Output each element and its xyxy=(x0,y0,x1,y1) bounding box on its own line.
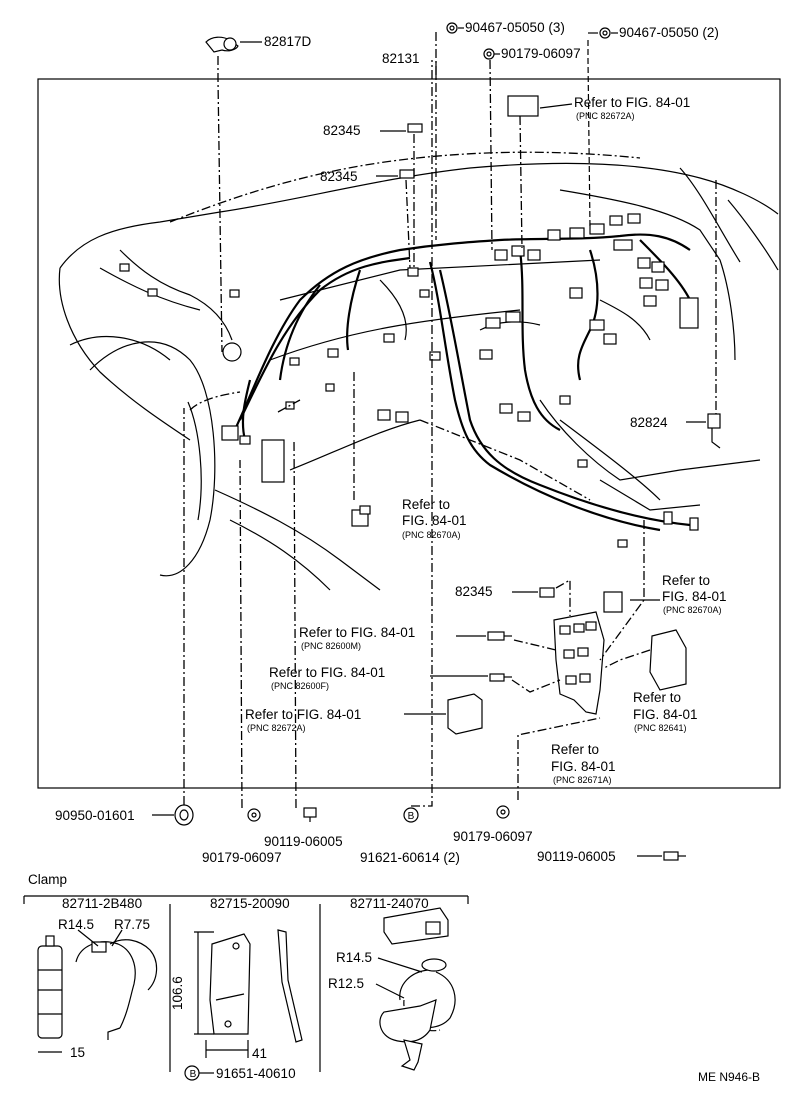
reference-pnc: (PNC 82670A) xyxy=(663,605,722,615)
reference-figure: FIG. 84-01 xyxy=(662,589,727,604)
part-number-90119-06005-middle: 90119-06005 xyxy=(264,834,343,849)
reference-pnc: (PNC 82641) xyxy=(634,723,687,733)
part-number-91651-40610: 91651-40610 xyxy=(216,1066,296,1081)
part-number-82345-c: 82345 xyxy=(455,584,493,599)
circle-b-marker: B xyxy=(407,811,415,822)
reference-label: Refer to xyxy=(402,497,451,512)
reference-label: Refer to FIG. 84-01 xyxy=(299,625,416,640)
part-number-90119-06005-right: 90119-06005 xyxy=(537,849,616,864)
clamp-part-82711-24070: 82711-24070 xyxy=(350,896,429,911)
reference-label: Refer to FIG. 84-01 xyxy=(245,707,362,722)
reference-pnc: (PNC 82672A) xyxy=(576,111,635,121)
leader-lines xyxy=(152,27,706,857)
clamp-dimension-106-6: 106.6 xyxy=(170,976,185,1010)
reference-label: Refer to xyxy=(662,573,711,588)
reference-figure: FIG. 84-01 xyxy=(551,759,616,774)
circle-b-marker: B xyxy=(189,1069,197,1080)
part-number-90179-06097-bottom-left: 90179-06097 xyxy=(202,850,282,865)
reference-pnc: (PNC 82671A) xyxy=(553,775,612,785)
part-number-90950-01601: 90950-01601 xyxy=(55,808,135,823)
clamp-radius-r12-5: R12.5 xyxy=(328,976,365,991)
clamp-dimension-41: 41 xyxy=(252,1046,268,1061)
part-number-82131: 82131 xyxy=(382,51,420,66)
wire-harness xyxy=(99,233,691,532)
clamp-section xyxy=(23,895,469,1081)
part-number-90179-06097-bottom-right: 90179-06097 xyxy=(453,829,533,844)
clamp-section-title: Clamp xyxy=(28,872,68,887)
part-number-90179-06097-top: 90179-06097 xyxy=(501,46,581,61)
part-number-82345-b: 82345 xyxy=(320,169,358,184)
clamp-part-82715-20090: 82715-20090 xyxy=(210,896,290,911)
clamp-part-82711-2B480: 82711-2B480 xyxy=(62,896,143,911)
reference-figure: FIG. 84-01 xyxy=(402,513,467,528)
diagram-code: ME N946-B xyxy=(698,1070,761,1084)
reference-label: Refer to xyxy=(633,690,682,705)
vehicle-body-outline xyxy=(58,151,779,591)
reference-pnc: (PNC 82672A) xyxy=(247,723,306,733)
part-number-91621-60614: 91621-60614 (2) xyxy=(360,850,460,865)
main-frame xyxy=(37,78,781,789)
clamp-radius-r7-75: R7.75 xyxy=(114,917,151,932)
part-number-82824: 82824 xyxy=(630,415,668,430)
part-number-90467-05050-2: 90467-05050 (2) xyxy=(619,25,719,40)
reference-pnc: (PNC 82600F) xyxy=(271,681,330,691)
reference-label: Refer to FIG. 84-01 xyxy=(574,95,691,110)
clamp-radius-r14-5: R14.5 xyxy=(58,917,95,932)
part-number-82345-a: 82345 xyxy=(323,123,361,138)
fastener-parts xyxy=(174,22,721,861)
reference-figure: FIG. 84-01 xyxy=(633,707,698,722)
harness-connectors xyxy=(119,95,699,548)
reference-label: Refer to xyxy=(551,742,600,757)
reference-label: Refer to FIG. 84-01 xyxy=(269,665,386,680)
clamp-radius-r14-5-right: R14.5 xyxy=(336,950,373,965)
reference-pnc: (PNC 82670A) xyxy=(402,530,461,540)
part-number-90467-05050-3: 90467-05050 (3) xyxy=(465,20,565,35)
part-number-82817D: 82817D xyxy=(264,34,312,49)
reference-pnc: (PNC 82600M) xyxy=(301,641,362,651)
dashed-reference-lines xyxy=(183,32,717,809)
clamp-dimension-15: 15 xyxy=(70,1045,86,1060)
